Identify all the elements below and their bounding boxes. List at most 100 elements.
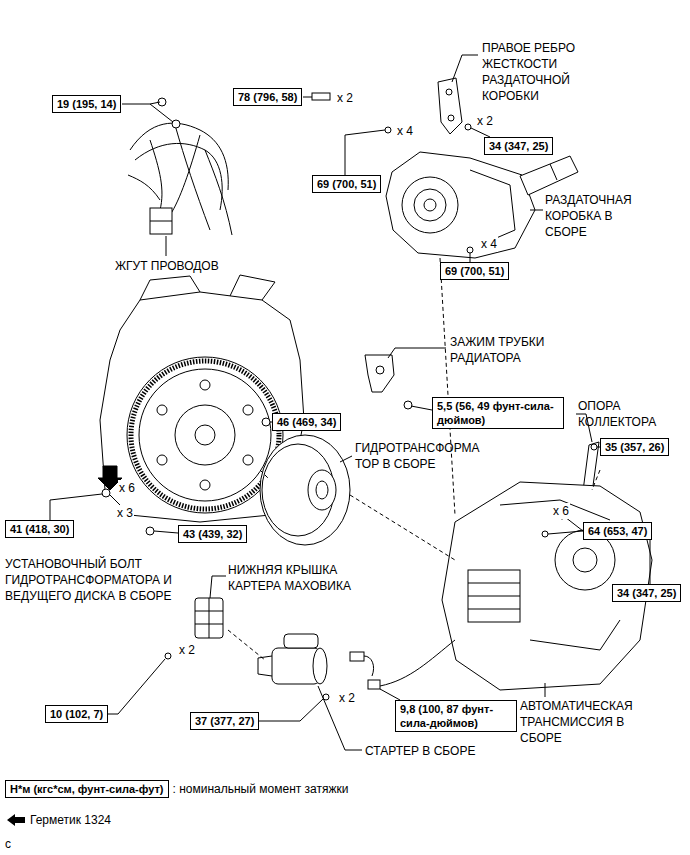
wire-harness-part (128, 175, 160, 200)
transmission-part (500, 500, 610, 520)
quantity-label: x 3 (116, 505, 134, 521)
leader-line-part (411, 406, 432, 410)
starter-part (368, 680, 380, 689)
part-name: ЗАЖИМ ТРУБКИ РАДИАТОРА (450, 334, 562, 366)
engine-part (131, 361, 279, 509)
leader-line (50, 55, 650, 750)
torque-converter-part (308, 470, 336, 510)
torque-value: Н*м (кгс*см, фунт-сила-фут) (10, 782, 164, 796)
torque-value: 69 (700, 51) (445, 264, 504, 278)
quantity-label: x 2 (336, 90, 354, 106)
leader-line-part (108, 659, 165, 714)
torque-value: 34 (347, 25) (617, 586, 676, 600)
torque-value: 37 (377, 27) (195, 714, 254, 728)
torque-value: 46 (469, 34) (277, 415, 336, 429)
flywheel-cover-part (209, 598, 210, 638)
exploded-view-line (228, 258, 600, 660)
quantity-label: x 4 (480, 236, 498, 252)
leader-line-part (340, 456, 352, 462)
engine-part (139, 369, 271, 501)
leader-line-part (318, 686, 362, 750)
part-name: НИЖНЯЯ КРЫШКА КАРТЕРА МАХОВИКА (228, 562, 378, 594)
leader-line-part (530, 210, 543, 211)
torque-value: 78 (796, 58) (238, 90, 297, 104)
transmission-part (468, 609, 520, 610)
quantity-label: x 6 (118, 480, 136, 496)
torque-box: 69 (700, 51) (440, 262, 509, 280)
leader-line-part (471, 128, 490, 137)
exploded-view-line-part (350, 495, 455, 560)
transfer-case-part (467, 247, 473, 253)
leader-line-part (255, 699, 323, 721)
torque-box: 10 (102, 7) (45, 705, 108, 723)
starter-part (350, 652, 364, 661)
legend-box: Н*м (кгс*см, фунт-сила-фут) (5, 780, 169, 798)
wire-harness-part (150, 221, 172, 222)
torque-box: 34 (347, 25) (612, 584, 681, 602)
torque-value: 19 (195, 14) (57, 97, 116, 111)
starter-part (284, 634, 318, 648)
engine-part (243, 405, 253, 415)
engine-part (195, 425, 215, 445)
torque-box: 37 (377, 27) (190, 712, 259, 730)
engine-part (243, 455, 253, 465)
transfer-case-part (386, 152, 535, 258)
sealant-arrow-symbol (7, 814, 25, 826)
torque-box: 9,8 (100, 87 фунт-сила-дюймов) (395, 700, 517, 732)
transfer-case-part (424, 199, 436, 211)
torque-box: 19 (195, 14) (52, 95, 121, 113)
leader-line-part (345, 130, 385, 175)
part-name: ГИДРОТРАНСФОРМА ТОР В СБОРЕ (355, 440, 491, 472)
transfer-case-part (470, 170, 515, 245)
wire-harness-part (130, 123, 228, 190)
sealant-arrow-symbol (6, 813, 26, 827)
manifold-stay-part (591, 444, 597, 450)
transfer-case-part (446, 89, 452, 95)
wire-harness-part (175, 125, 210, 230)
engine-part (157, 455, 167, 465)
engine-part (200, 380, 210, 390)
torque-converter (260, 435, 350, 545)
transfer-case-part (414, 189, 446, 221)
torque-box: 78 (796, 58) (233, 88, 302, 106)
leader-line-part (303, 97, 312, 98)
wire-harness-part (135, 143, 222, 210)
starter (258, 634, 380, 700)
part-name: УСТАНОВОЧНЫЙ БОЛТ ГИДРОТРАНСФОРМАТОРА И … (5, 556, 183, 604)
torque-converter-part (316, 481, 328, 499)
leader-line-part (548, 517, 583, 534)
quantity-label: x 2 (178, 642, 196, 658)
torque-box: 69 (700, 51) (312, 175, 381, 193)
torque-value: 64 (653, 47) (588, 524, 647, 538)
engine-part (146, 527, 154, 535)
transfer-case-part (448, 115, 454, 121)
torque-value: 35 (357, 26) (605, 440, 664, 454)
engine-part (102, 489, 110, 497)
exploded-view-line-part (228, 630, 265, 660)
transfer-case-part (312, 93, 330, 100)
part-name: ОПОРА КОЛЛЕКТОРА (578, 398, 678, 430)
torque-box: 64 (653, 47) (583, 522, 652, 540)
leader-line-part (388, 348, 446, 358)
starter-part (313, 648, 327, 684)
transmission-part (380, 640, 455, 686)
transfer-case-part (520, 156, 578, 195)
engine-part (230, 275, 275, 300)
engine-part (140, 276, 200, 300)
torque-box: 43 (439, 32) (178, 525, 247, 543)
wire-harness-part (172, 120, 180, 128)
quantity-label: x 4 (396, 123, 414, 139)
transfer-case (312, 78, 578, 258)
leader-line-part (545, 683, 546, 697)
transmission-part (468, 596, 520, 597)
radiator-pipe-clamp-part (404, 401, 412, 409)
part-name: СТАРТЕР В СБОРЕ (365, 743, 475, 759)
torque-value: 41 (418, 30) (10, 522, 69, 536)
legend-text: : номинальный момент затяжки (173, 781, 349, 797)
part-name: c (5, 836, 11, 852)
leader-line-part (166, 236, 167, 256)
part-name: АВТОМАТИЧЕСКАЯ ТРАНСМИССИЯ В СБОРЕ (520, 698, 662, 746)
torque-box: 35 (357, 26) (600, 438, 669, 456)
transmission-part (530, 620, 620, 650)
radiator-pipe-clamp-part (365, 355, 394, 392)
